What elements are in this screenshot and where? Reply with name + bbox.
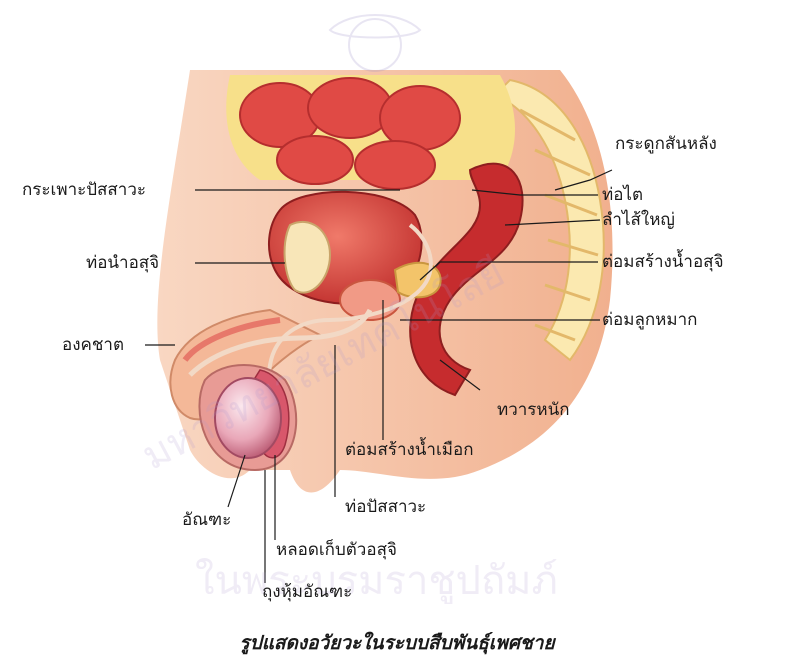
label-testis: อัณฑะ (182, 510, 231, 530)
label-epididymis: หลอดเก็บตัวอสุจิ (276, 540, 397, 560)
figure-caption: รูปแสดงอวัยวะในระบบสืบพันธุ์เพศชาย (0, 628, 794, 658)
label-scrotum: ถุงหุ้มอัณฑะ (262, 582, 352, 602)
label-seminal-vesicle: ต่อมสร้างน้ำอสุจิ (602, 252, 724, 272)
label-ureter: ท่อไต (602, 185, 643, 205)
label-penis: องคชาต (62, 335, 124, 355)
label-bladder: กระเพาะปัสสาวะ (22, 180, 146, 200)
label-vas-deferens: ท่อนำอสุจิ (86, 253, 159, 273)
label-urethra: ท่อปัสสาวะ (345, 497, 426, 517)
label-anus: ทวารหนัก (497, 400, 570, 420)
label-large-intestine: ลำไส้ใหญ่ (602, 210, 675, 230)
watermark-emblem (330, 15, 420, 71)
label-bulbourethral-gland: ต่อมสร้างน้ำเมือก (345, 440, 474, 460)
label-prostate: ต่อมลูกหมาก (602, 310, 697, 330)
label-spine: กระดูกสันหลัง (615, 134, 717, 154)
